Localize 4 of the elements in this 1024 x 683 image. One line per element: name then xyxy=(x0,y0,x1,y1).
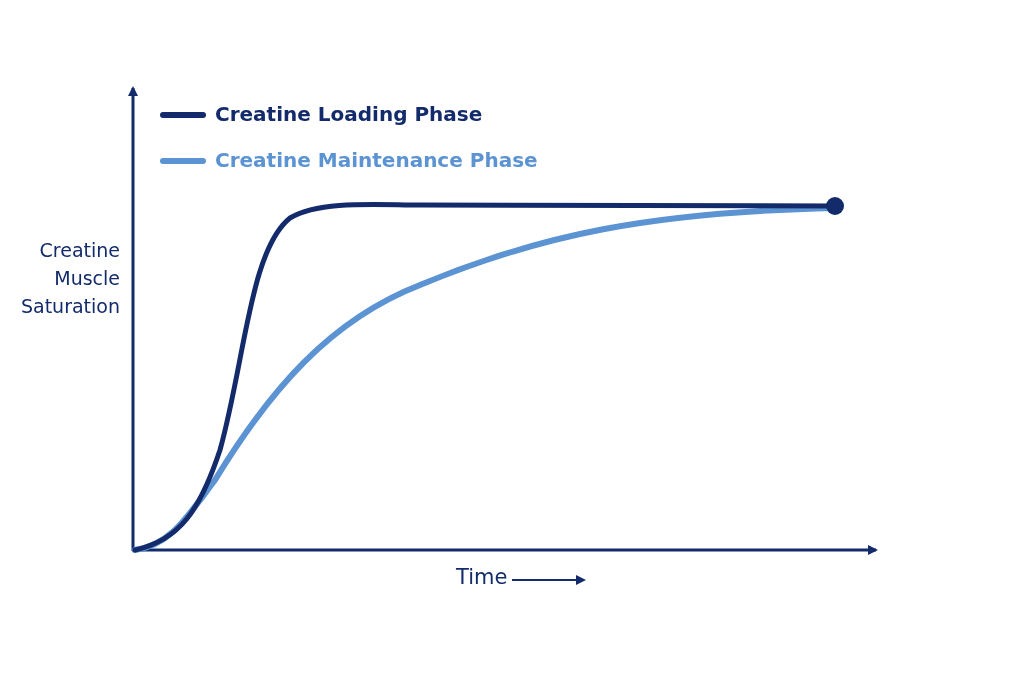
legend-text: Creatine Loading Phase xyxy=(215,102,483,126)
axis-label: Time xyxy=(456,565,508,589)
axis-label: Creatine Muscle Saturation xyxy=(19,238,120,319)
legend-text: Creatine Maintenance Phase xyxy=(215,148,538,172)
